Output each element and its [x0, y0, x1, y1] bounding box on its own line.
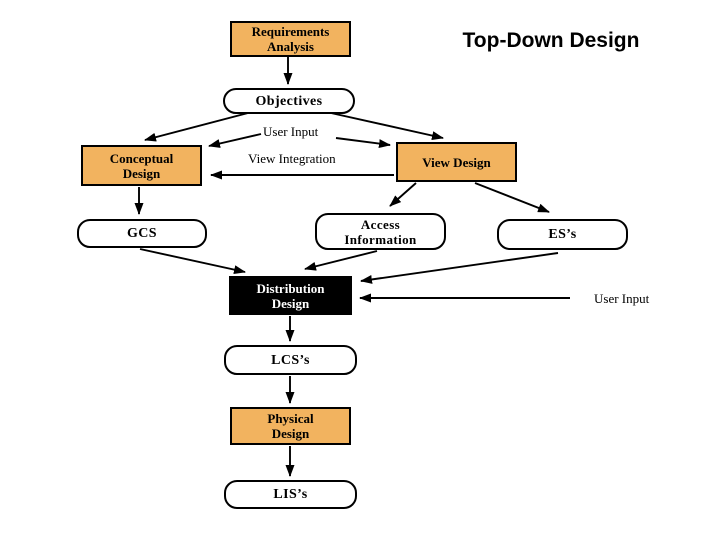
connector-view-design-to-access: [389, 182, 417, 207]
node-label-line: View Design: [422, 154, 491, 170]
label-view-integration: View Integration: [248, 151, 336, 166]
node-label-line: LCS’s: [271, 352, 310, 368]
node-label-line: Objectives: [255, 93, 323, 109]
node-physical-design: Physical Design: [230, 407, 351, 445]
node-ess: ES’s: [497, 219, 628, 250]
connector-user-input-to-view-design: [335, 137, 391, 149]
connector-user-input-to-conceptual: [208, 133, 262, 148]
node-label-line: Conceptual: [109, 150, 174, 166]
node-objectives: Objectives: [223, 88, 355, 114]
node-conceptual-design: Conceptual Design: [81, 145, 202, 186]
connector-gcs-to-distribution: [139, 248, 246, 275]
node-label-line: LIS’s: [273, 487, 308, 502]
node-gcs: GCS: [77, 219, 207, 248]
node-label-line: Access: [360, 216, 401, 232]
node-distribution-design: Distribution Design: [229, 276, 352, 315]
node-label-line: Design: [271, 295, 310, 311]
node-label-line: Design: [122, 165, 161, 181]
node-label-line: Physical: [267, 411, 314, 426]
node-lcss: LCS’s: [224, 345, 357, 375]
node-label-line: Design: [271, 426, 310, 441]
node-view-design: View Design: [396, 142, 517, 182]
connector-view-design-to-ess: [474, 182, 550, 213]
node-access-information: Access Information: [315, 213, 446, 250]
label-user-input-top: User Input: [263, 124, 319, 139]
node-label-line: GCS: [127, 226, 157, 241]
node-liss: LIS’s: [224, 480, 357, 509]
node-requirements-analysis: Requirements Analysis: [230, 21, 351, 57]
connector-ess-to-distribution: [360, 252, 559, 284]
node-label-line: Analysis: [267, 39, 314, 54]
label-user-input-right: User Input: [594, 291, 650, 306]
node-label-line: Information: [344, 231, 417, 247]
connector-access-to-distribution: [304, 250, 378, 271]
node-label-line: ES’s: [548, 227, 577, 242]
node-label-line: Requirements: [251, 24, 330, 39]
diagram-title: Top-Down Design: [462, 29, 640, 52]
connector-objectives-to-conceptual: [144, 112, 249, 142]
node-label-line: Distribution: [256, 280, 325, 296]
connector-objectives-to-view-design: [330, 112, 444, 140]
